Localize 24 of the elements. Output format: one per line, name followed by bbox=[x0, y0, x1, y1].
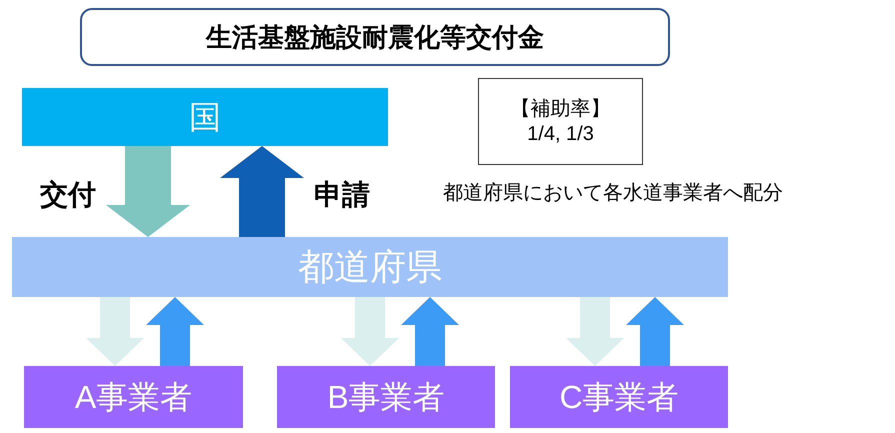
note-text: 都道府県において各水道事業者へ配分 bbox=[443, 181, 783, 206]
rate-heading: 【補助率】 bbox=[510, 96, 610, 122]
block-arrow bbox=[626, 297, 684, 366]
edge-label: 交付 bbox=[40, 178, 96, 212]
block-arrow bbox=[341, 297, 399, 366]
node-text: 生活基盤施設耐震化等交付金 bbox=[206, 20, 544, 54]
block-arrow bbox=[86, 297, 144, 366]
operator-box bbox=[277, 366, 495, 428]
rate-value: 1/4, 1/3 bbox=[527, 122, 594, 146]
country-bar bbox=[22, 88, 388, 146]
node-text: A事業者 bbox=[74, 378, 192, 417]
block-arrow bbox=[146, 297, 204, 366]
node-text: 都道府県 bbox=[298, 245, 442, 289]
operator-box bbox=[510, 366, 728, 428]
block-arrow bbox=[401, 297, 459, 366]
rate-box bbox=[478, 78, 643, 165]
node-text: C事業者 bbox=[559, 378, 679, 417]
title-box bbox=[80, 8, 670, 66]
operator-box bbox=[24, 366, 243, 428]
edge-label: 申請 bbox=[314, 178, 370, 212]
prefecture-band bbox=[12, 237, 728, 297]
block-arrow bbox=[220, 146, 304, 237]
node-text: B事業者 bbox=[327, 378, 445, 417]
node-text: 国 bbox=[189, 98, 221, 137]
